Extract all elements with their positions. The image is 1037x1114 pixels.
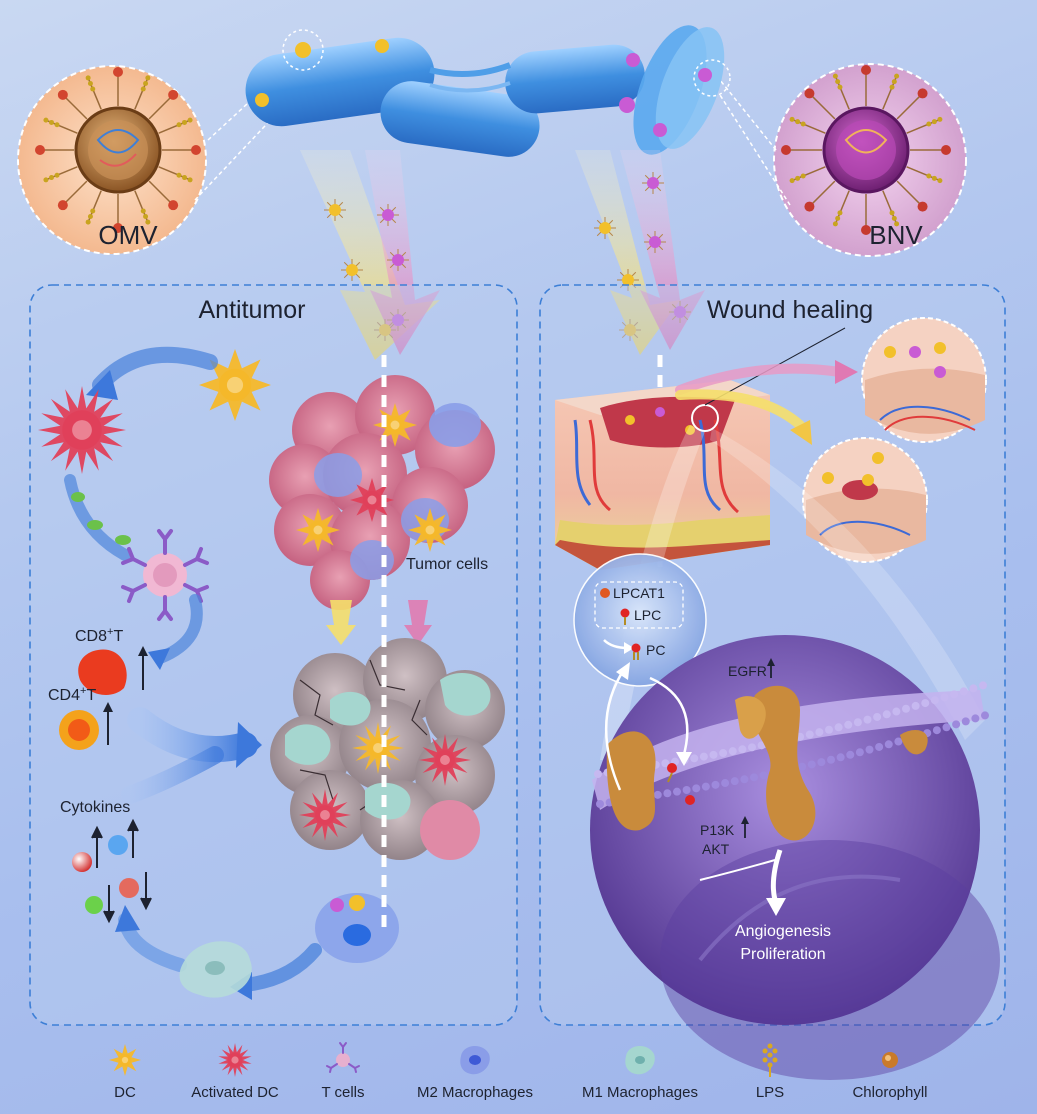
proliferation-label: Proliferation: [740, 946, 825, 963]
cytokine-arrows: [91, 818, 152, 924]
cytokines-label: Cytokines: [60, 799, 130, 816]
bnv-vesicle-icon: [822, 106, 910, 194]
cytokine-salmon-ball: [119, 878, 139, 898]
pc-icon: [631, 643, 641, 653]
legend-item-chlorophyll: Chlorophyll: [815, 1040, 965, 1101]
dc-cell: [199, 349, 271, 421]
antitumor-title: Antitumor: [199, 296, 306, 324]
t-cell-icon: [326, 1042, 360, 1073]
arrow-tumor-to-m1: [238, 943, 322, 992]
legend-label: M2 Macrophages: [417, 1084, 533, 1101]
dc-icon: [109, 1044, 141, 1076]
legend-item-t-cells: T cells: [268, 1040, 418, 1101]
omv-label: OMV: [98, 220, 158, 250]
legend-item-m2-macrophages: M2 Macrophages: [400, 1040, 550, 1101]
arrow-to-wound-inset: [675, 389, 805, 430]
egfr-receptor: [751, 685, 816, 841]
arrow-t-cell-to-cd8: [154, 594, 203, 664]
lpc-icon: [620, 608, 630, 618]
legend-item-m1-macrophages: M1 Macrophages: [565, 1040, 715, 1101]
healed-skin-inset: [861, 317, 987, 443]
pc-label: PC: [646, 642, 665, 658]
wound-skin-inset: [802, 437, 928, 563]
cytokine-red-ball: [72, 852, 92, 872]
arrow-pc-cycle: [605, 667, 627, 791]
bnv-lps-spokes: [781, 65, 951, 235]
m1-macrophage-icon: [625, 1045, 655, 1075]
bnv-label: BNV: [869, 220, 923, 250]
lps-icon: [762, 1043, 778, 1077]
egfr-label: EGFR: [728, 663, 767, 679]
bacteria-group: [245, 25, 731, 157]
t-cell: [121, 529, 209, 621]
arrow-to-healed-inset: [675, 363, 845, 395]
legend-label: DC: [114, 1084, 136, 1101]
activated-dc-icon: [218, 1043, 252, 1077]
legend-label: T cells: [321, 1084, 365, 1101]
arrow-immune-to-tumor: [127, 707, 258, 763]
legend-item-activated-dc: Activated DC: [160, 1040, 310, 1101]
cd8-label: CD8+T: [75, 626, 123, 645]
lpcat1-icon: [600, 588, 610, 598]
lpcat1-label: LPCAT1: [613, 585, 665, 601]
bnv-panel: BNV: [773, 63, 967, 257]
legend-item-lps: LPS: [695, 1040, 845, 1101]
receptor-protein-left: [606, 731, 656, 831]
cell-membrane-inset: [590, 635, 1000, 1080]
lpc-label: LPC: [634, 607, 661, 623]
omv-lps-spokes: [35, 67, 201, 233]
legend: DC Activated DC T cells M2 Macrophages M…: [0, 1040, 1037, 1114]
m2-macrophage-icon: [460, 1045, 490, 1075]
cytokine-green-ball: [85, 896, 103, 914]
legend-label: Activated DC: [191, 1084, 279, 1101]
legend-label: Chlorophyll: [852, 1084, 928, 1101]
cd8-t-cell-icon: [78, 649, 127, 695]
tumor-dc-cells: [296, 403, 452, 552]
tumor-cell-cluster: [269, 375, 495, 610]
dying-tumor-dc-cells: [299, 722, 471, 841]
akt-label: AKT: [702, 841, 730, 857]
legend-label: M1 Macrophages: [582, 1084, 698, 1101]
cd4-label: CD4+T: [48, 685, 96, 704]
activated-dc-cell: [38, 386, 126, 474]
tumor-cells-label: Tumor cells: [406, 556, 488, 573]
angiogenesis-label: Angiogenesis: [735, 923, 831, 940]
omv-vesicle-icon: [74, 106, 162, 194]
yellow-down-arrow: [326, 600, 356, 645]
pi3k-label: P13K: [700, 822, 735, 838]
omv-panel: OMV: [17, 65, 207, 255]
macrophage-engulfing-vesicle: [315, 893, 399, 963]
lipid-metabolism-circle: LPCAT1 LPC PC: [573, 553, 707, 687]
pink-down-arrow: [404, 600, 432, 645]
legend-item-dc: DC: [50, 1040, 200, 1101]
chlorophyll-icon: [882, 1052, 898, 1068]
wound-healing-title: Wound healing: [707, 296, 873, 324]
cytokine-blue-ball: [108, 835, 128, 855]
legend-label: LPS: [755, 1084, 785, 1101]
descending-vesicles: [324, 172, 691, 341]
